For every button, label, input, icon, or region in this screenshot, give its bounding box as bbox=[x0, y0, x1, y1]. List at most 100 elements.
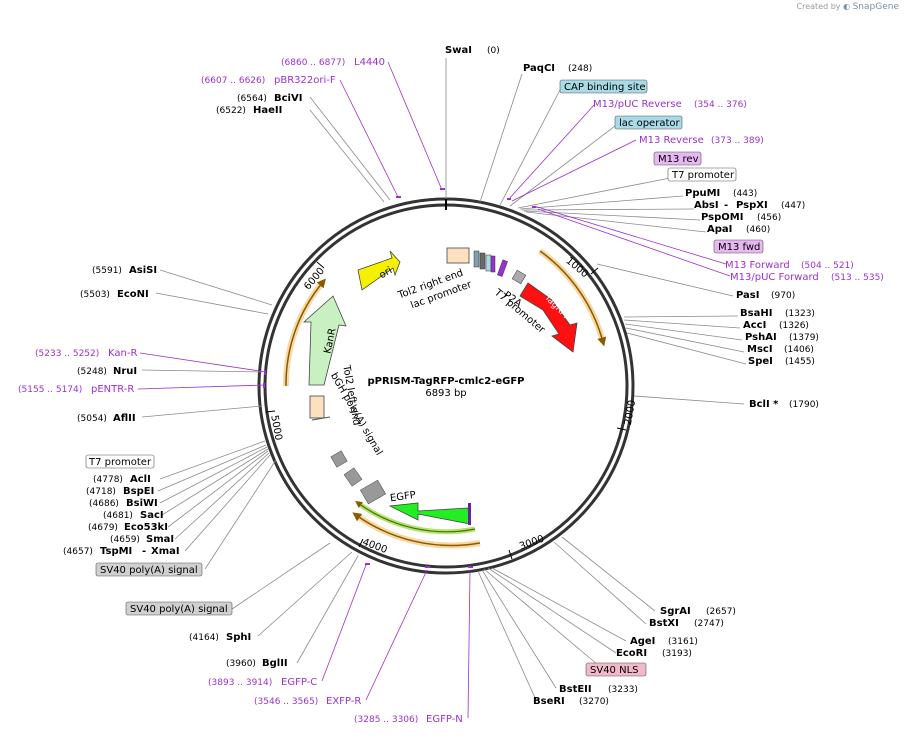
box-sv40-polya-1-label: SV40 poly(A) signal bbox=[100, 565, 198, 576]
enzyme-ecori: EcoRI bbox=[616, 648, 647, 659]
tick-5000: 5000 bbox=[268, 414, 283, 441]
box-sv40-nls-label: SV40 NLS bbox=[590, 665, 639, 676]
primer-exfpr-range: (3546 .. 3565) bbox=[254, 697, 318, 707]
enzyme-swai-pos: (0) bbox=[487, 46, 500, 56]
credit-brand: SnapGene bbox=[852, 2, 899, 12]
primer-egfpn-range: (3285 .. 3306) bbox=[354, 715, 418, 725]
primer-m13-forward: M13 Forward bbox=[725, 260, 790, 271]
primer-pentr: pENTR-R bbox=[91, 384, 134, 395]
tol2-right-feature bbox=[446, 247, 470, 264]
enzyme-paqci-pos: (248) bbox=[568, 64, 592, 74]
egfp-end-marker bbox=[468, 503, 471, 525]
enzyme-pasi-pos: (970) bbox=[771, 291, 795, 301]
box-sv40-nls bbox=[585, 662, 647, 677]
enzyme-saci: SacI bbox=[140, 510, 164, 521]
enzyme-bspei-pos: (4718) bbox=[86, 487, 116, 497]
primer-kanr: Kan-R bbox=[108, 348, 137, 359]
enzyme-absi-pos: (447) bbox=[781, 201, 805, 211]
enzyme-bsteii-pos: (3233) bbox=[608, 685, 638, 695]
small-elements bbox=[330, 250, 527, 505]
box-sv40-polya-2-label: SV40 poly(A) signal bbox=[130, 604, 228, 615]
box-m13-fwd-label: M13 fwd bbox=[718, 242, 760, 253]
enzyme-apai-pos: (460) bbox=[746, 225, 770, 235]
enzyme-acli-pos: (4778) bbox=[93, 475, 123, 485]
enzyme-bsteii: BstEII bbox=[559, 684, 592, 695]
box-m13-rev bbox=[653, 151, 702, 166]
enzyme-pspxi: PspXI bbox=[736, 200, 768, 211]
enzyme-ecori-pos: (3193) bbox=[662, 649, 692, 659]
enzyme-sphi: SphI bbox=[226, 632, 251, 643]
primer-egfpc-range: (3893 .. 3914) bbox=[208, 678, 272, 688]
enzyme-haeii: HaeII bbox=[253, 105, 282, 116]
snapgene-credit: Created by ◐ SnapGene bbox=[797, 2, 900, 12]
tick-marks bbox=[265, 261, 627, 560]
tick-3000: 3000 bbox=[518, 534, 546, 553]
enzyme-tspmi: TspMI bbox=[100, 546, 132, 557]
enzyme-sgrai-pos: (2657) bbox=[706, 607, 736, 617]
enzyme-ecoi: EcoNI bbox=[117, 289, 149, 300]
enzyme-nrui: NruI bbox=[113, 366, 137, 377]
enzyme-nrui-pos: (5248) bbox=[77, 367, 107, 377]
egfp-feature bbox=[388, 502, 471, 525]
enzyme-swai: SwaI bbox=[445, 45, 472, 56]
enzyme-apai: ApaI bbox=[707, 224, 732, 235]
box-t7-top bbox=[667, 167, 737, 182]
box-m13-rev-label: M13 rev bbox=[658, 154, 699, 165]
enzyme-acli: AclI bbox=[130, 474, 151, 485]
primer-pentr-range: (5155 .. 5174) bbox=[18, 385, 82, 395]
kanr-feature bbox=[302, 295, 347, 386]
box-lac-operator-label: lac operator bbox=[619, 118, 680, 129]
enzyme-bseri-pos: (3270) bbox=[579, 697, 609, 707]
box-lac-operator bbox=[614, 115, 683, 130]
credit-prefix: Created by bbox=[796, 2, 841, 11]
enzyme-acci-pos: (1326) bbox=[779, 321, 809, 331]
enzyme-asisi-pos: (5591) bbox=[92, 266, 122, 276]
enzyme-bsiwi-pos: (4686) bbox=[89, 499, 119, 509]
enzyme-smai-pos: (4659) bbox=[110, 535, 140, 545]
enzyme-spei-pos: (1455) bbox=[785, 357, 815, 367]
enzyme-spei: SpeI bbox=[748, 356, 773, 367]
enzyme-pshai: PshAI bbox=[745, 332, 777, 343]
enzyme-eco53ki-pos: (4679) bbox=[88, 523, 118, 533]
enzyme-smai: SmaI bbox=[146, 534, 174, 545]
box-m13-fwd bbox=[713, 239, 764, 254]
enzyme-pspomi: PspOMI bbox=[701, 212, 743, 223]
primer-m13-forward-range: (504 .. 521) bbox=[801, 261, 854, 271]
enzyme-bspei: BspEI bbox=[123, 486, 154, 497]
enzyme-sgrai: SgrAI bbox=[660, 606, 691, 617]
enzyme-acci: AccI bbox=[743, 320, 766, 331]
enzyme-paqci: PaqCI bbox=[523, 63, 555, 74]
enzyme-bglii: BglII bbox=[262, 658, 288, 669]
enzyme-pshai-pos: (1379) bbox=[789, 333, 819, 343]
enzyme-bstxi-pos: (2747) bbox=[694, 619, 724, 629]
enzyme-aflii: AflII bbox=[113, 413, 136, 424]
tagrfp-feature bbox=[519, 282, 578, 353]
enzyme-bcivi: BciVI bbox=[274, 93, 302, 104]
enzyme-msci: MscI bbox=[747, 344, 773, 355]
kanr-label: KanR bbox=[322, 327, 338, 355]
primer-m13puc-fwd: M13/pUC Forward bbox=[730, 272, 819, 283]
box-cap-label: CAP binding site bbox=[564, 82, 646, 93]
leader-lines bbox=[141, 58, 747, 701]
enzyme-haeii-pos: (6522) bbox=[216, 106, 246, 116]
primer-l4440-range: (6860 .. 6877) bbox=[281, 58, 345, 68]
enzyme-pspomi-pos: (456) bbox=[757, 213, 781, 223]
primer-l4440: L4440 bbox=[354, 57, 385, 68]
primer-m13-reverse: M13 Reverse bbox=[639, 135, 704, 146]
primer-exfpr: EXFP-R bbox=[326, 696, 361, 707]
orf-arcs bbox=[282, 248, 607, 549]
enzyme-bseri: BseRI bbox=[533, 696, 565, 707]
enzyme-bsahi-pos: (1323) bbox=[785, 309, 815, 319]
enzyme-asisi: AsiSI bbox=[129, 265, 157, 276]
primer-egfpn: EGFP-N bbox=[426, 714, 463, 725]
snapgene-logo-icon: ◐ bbox=[843, 2, 851, 11]
enzyme-bsiwi: BsiWI bbox=[126, 498, 158, 509]
enzyme-xmai: XmaI bbox=[151, 546, 180, 557]
enzyme-bcli: BclI * bbox=[749, 399, 779, 410]
enzyme-msci-pos: (1406) bbox=[784, 345, 814, 355]
enzyme-absi-sep: - bbox=[724, 200, 728, 211]
enzyme-ppumi: PpuMI bbox=[685, 188, 720, 199]
primer-marks bbox=[263, 188, 536, 568]
enzyme-bcli-pos: (1790) bbox=[789, 400, 819, 410]
enzyme-agei-pos: (3161) bbox=[668, 637, 698, 647]
